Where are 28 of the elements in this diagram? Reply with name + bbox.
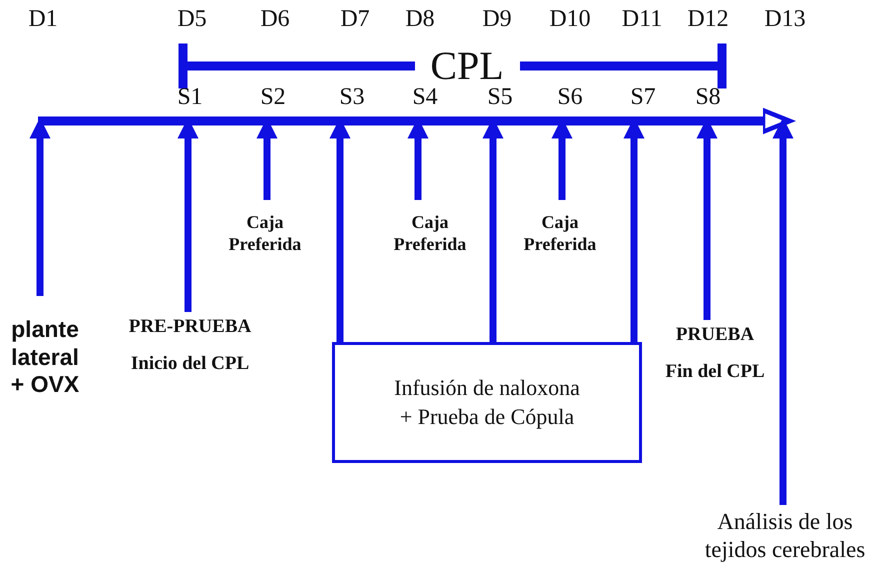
day-label: D6: [260, 6, 290, 33]
arrow: [772, 118, 794, 505]
day-label: D1: [28, 6, 58, 33]
process-text: Infusión de naloxona + Prueba de Cópula: [393, 374, 581, 431]
day-label: D8: [405, 6, 435, 33]
day-label: D7: [340, 6, 370, 33]
stage-label: PRUEBA: [676, 324, 754, 347]
day-label: D11: [622, 6, 662, 33]
day-label: D10: [549, 6, 591, 33]
day-label: D12: [687, 6, 729, 33]
session-label: S7: [630, 84, 656, 111]
event-label: Caja Preferida: [220, 212, 310, 256]
event-label: Fin del CPL: [665, 360, 765, 384]
event-label: Caja Preferida: [515, 212, 605, 256]
session-label: S3: [339, 84, 365, 111]
day-label: D9: [482, 6, 512, 33]
day-label: D5: [177, 6, 207, 33]
session-label: S6: [557, 84, 583, 111]
session-label: S2: [260, 84, 286, 111]
event-label: Caja Preferida: [385, 212, 475, 256]
event-label: Análisis de los tejidos cerebrales: [690, 508, 880, 564]
session-label: S1: [177, 84, 203, 111]
event-label: Inicio del CPL: [130, 352, 250, 376]
process-box: [332, 342, 642, 463]
event-label: plante lateral + OVX: [2, 316, 88, 399]
stage-label: PRE-PRUEBA: [128, 316, 252, 339]
session-label: S8: [695, 84, 721, 111]
day-label: D13: [764, 6, 806, 33]
